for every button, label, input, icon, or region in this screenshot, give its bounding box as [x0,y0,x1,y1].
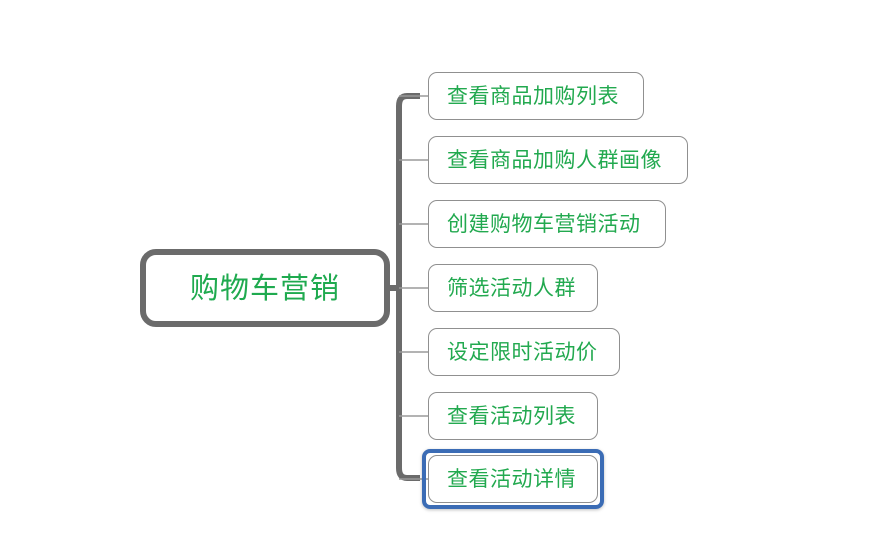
topic-node-label: 查看商品加购人群画像 [447,147,662,172]
trunk-spine [396,93,420,481]
topic-node-label: 查看活动列表 [447,403,576,428]
topic-node-1[interactable]: 查看商品加购列表 [428,72,644,120]
selection-ring [422,449,604,509]
root-node[interactable]: 购物车营销 [140,249,390,327]
topic-node-3[interactable]: 创建购物车营销活动 [428,200,666,248]
topic-node-label: 创建购物车营销活动 [447,211,641,236]
topic-node-6[interactable]: 查看活动列表 [428,392,598,440]
topic-node-label: 查看商品加购列表 [447,83,619,108]
topic-node-label: 筛选活动人群 [447,275,576,300]
topic-node-label: 设定限时活动价 [447,339,598,364]
topic-node-label: 查看活动详情 [447,466,576,491]
topic-node-4[interactable]: 筛选活动人群 [428,264,598,312]
topic-node-7[interactable]: 查看活动详情 [428,455,598,503]
root-node-label: 购物车营销 [189,270,340,305]
topic-node-2[interactable]: 查看商品加购人群画像 [428,136,688,184]
topic-node-5[interactable]: 设定限时活动价 [428,328,620,376]
